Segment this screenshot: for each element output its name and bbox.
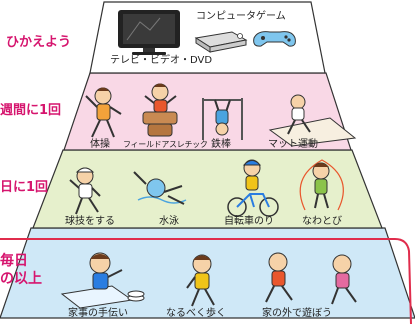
swimming-figure: [133, 171, 187, 205]
frequency-label-daily-line1: 毎日: [0, 253, 28, 269]
frequency-label-daily-line2: の以上: [0, 271, 42, 287]
activity-label-iron-bar: 鉄棒: [211, 139, 231, 150]
activity-label-ball-games: 球技をする: [65, 216, 115, 227]
bicycle-figure: [227, 159, 279, 217]
gymnastics-figure: [85, 87, 122, 138]
activity-label-swimming: 水泳: [159, 216, 179, 227]
walking-figure: [186, 254, 215, 307]
activity-label-tv-video-dvd: テレビ・ビデオ・DVD: [110, 55, 213, 66]
jump-rope-figure: [299, 159, 344, 211]
television-icon: [118, 10, 180, 55]
activity-label-gymnastics: 体操: [90, 139, 110, 150]
daily-boundary-line: [0, 238, 412, 325]
frequency-label-limit: ひかえよう: [6, 35, 72, 50]
activity-label-field-athletic: フィールドアスレチック: [123, 140, 208, 149]
ball-game-figure: [69, 167, 101, 215]
activity-label-play-outside: 家の外で遊ぼう: [262, 308, 332, 319]
mat-exercise-figure: [268, 94, 357, 147]
field-athletic-figure: [142, 83, 178, 137]
game-console-icon: [194, 31, 248, 53]
game-controller-icon: [253, 31, 296, 47]
activity-label-computer-game: コンピュータゲーム: [196, 11, 286, 22]
activity-label-walk-more: なるべく歩く: [166, 308, 226, 319]
frequency-label-once-a-day: 日に1回: [0, 180, 49, 195]
frequency-label-weekly: 週間に1回: [0, 103, 62, 118]
activity-label-bicycle: 自転車のり: [224, 216, 274, 227]
outdoor-play-figures: [265, 252, 357, 305]
activity-label-jump-rope: なわとび: [302, 216, 342, 227]
activity-label-housework: 家事の手伝い: [68, 308, 128, 319]
activity-label-mat-exercise: マット運動: [268, 139, 318, 150]
housework-figure: [60, 252, 145, 309]
horizontal-bar-figure: [202, 98, 243, 140]
